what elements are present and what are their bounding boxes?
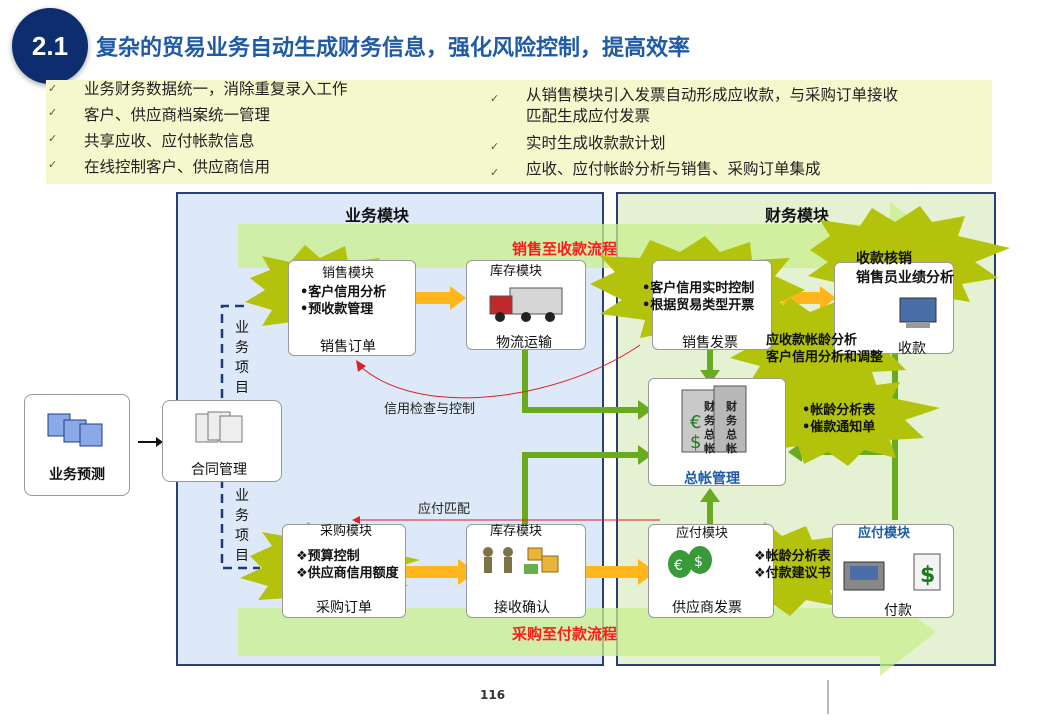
burst-6-text: ❖预算控制 ❖供应商信用额度 [296, 548, 399, 582]
burst-1-text: •客户信用分析 •预收款管理 [300, 284, 386, 318]
page-title: 复杂的贸易业务自动生成财务信息，强化风险控制，提高效率 [96, 36, 691, 61]
purchase-module-title: 采购模块 [320, 524, 373, 539]
burst-5-line-1: •帐龄分析表 [802, 403, 876, 418]
purchase-order-label: 采购订单 [316, 600, 372, 616]
burst-7-text: ❖帐龄分析表 ❖付款建议书 [754, 548, 831, 582]
check-icon: ✓ [48, 82, 58, 95]
arrow-head [638, 400, 652, 420]
business-panel-title: 业务模块 [345, 206, 410, 225]
sales-order-label: 销售订单 [320, 339, 376, 355]
inventory-module-title-bottom: 库存模块 [490, 524, 543, 539]
truck-icon [486, 284, 564, 324]
pay-module-title: 应付模块 [858, 526, 911, 541]
money-icon: €$ [666, 540, 726, 580]
burst-6-line-2: ❖供应商信用额度 [296, 566, 399, 581]
ledger-book-2: 财务总帐 [726, 400, 737, 455]
computer-icon [896, 296, 942, 332]
burst-7-line-2: ❖付款建议书 [754, 566, 831, 581]
burst-3-line-2: 销售员业绩分析 [856, 270, 954, 286]
svg-text:€: € [674, 558, 683, 574]
section-badge: 2.1 [12, 8, 88, 84]
sales-flow-label: 销售至收款流程 [512, 240, 618, 258]
burst-6-line-1: ❖预算控制 [296, 549, 360, 564]
check-icon: ✓ [48, 158, 58, 171]
bullet-right-3: 应收、应付帐龄分析与销售、采购订单集成 [526, 160, 821, 178]
burst-3-line-1: 收款核销 [856, 251, 912, 267]
burst-2-text: •客户信用实时控制 •根据贸易类型开票 [642, 280, 754, 314]
project-label-bottom: 业务项目 [235, 488, 249, 564]
project-label-top: 业务项目 [235, 320, 249, 396]
payment-label: 付款 [884, 603, 912, 619]
document-icon [192, 410, 248, 444]
check-icon: ✓ [48, 132, 58, 145]
bullet-left-1: 业务财务数据统一，消除重复录入工作 [84, 80, 348, 98]
arrow-head [638, 445, 652, 465]
sales-invoice-node[interactable] [652, 260, 772, 350]
ledger-label: 总帐管理 [684, 471, 740, 487]
orange-arrow-3 [580, 559, 656, 585]
svg-text:$: $ [920, 563, 935, 588]
finance-panel-title: 财务模块 [765, 206, 830, 225]
check-icon: ✓ [490, 166, 500, 179]
ledger-book-1: 财务总帐 [704, 400, 715, 455]
burst-4-line-1: 应收款帐龄分析 [766, 333, 858, 348]
arrow-head [356, 360, 366, 372]
burst-4-text: 应收款帐龄分析 客户信用分析和调整 [766, 332, 883, 366]
burst-4-line-2: 客户信用分析和调整 [766, 350, 884, 365]
credit-curve [359, 344, 641, 399]
ledger-books-icon: €$ [678, 384, 750, 456]
burst-5-text: •帐龄分析表 •催款通知单 [802, 402, 875, 436]
forecast-icon [46, 412, 106, 448]
orange-arrow-2 [400, 559, 476, 585]
burst-5-line-2: •催款通知单 [802, 420, 876, 435]
bullet-left-3: 共享应收、应付帐款信息 [84, 132, 255, 150]
bullet-right-1: 从销售模块引入发票自动形成应收款，与采购订单接收 [526, 86, 899, 104]
forecast-node[interactable] [24, 394, 130, 496]
forecast-arrow-head [156, 437, 163, 447]
burst-7-line-1: ❖帐龄分析表 [754, 549, 831, 564]
arrow-head [352, 516, 360, 524]
logistics-to-ledger [522, 346, 640, 413]
supplier-invoice-label: 供应商发票 [672, 600, 742, 616]
footer-divider [827, 680, 829, 714]
sales-module-title: 销售模块 [322, 266, 375, 281]
arrow-head [700, 370, 720, 384]
contract-label: 合同管理 [191, 462, 247, 478]
page-number: 116 [480, 688, 506, 702]
ap-module-title: 应付模块 [676, 526, 729, 541]
logistics-label: 物流运输 [496, 335, 552, 351]
svg-text:$: $ [694, 554, 703, 570]
bullet-right-2: 实时生成收款款计划 [526, 134, 666, 152]
check-icon: ✓ [48, 106, 58, 119]
burst-2-line-1: •客户信用实时控制 [642, 281, 755, 296]
payment-computer-icon: $ [840, 548, 946, 598]
burst-3-text: 收款核销 销售员业绩分析 [856, 250, 954, 288]
burst-1-line-1: •客户信用分析 [300, 285, 387, 300]
check-icon: ✓ [490, 140, 500, 153]
sales-node[interactable] [288, 260, 416, 356]
orange-arrow-1 [410, 286, 466, 310]
burst-1-line-2: •预收款管理 [300, 302, 374, 317]
credit-annotation: 信用检查与控制 [384, 402, 476, 417]
burst-5 [750, 366, 940, 466]
svg-text:€: € [690, 412, 701, 433]
receipt-payment-label: 收款 [898, 341, 926, 357]
bullet-left-2: 客户、供应商档案统一管理 [84, 106, 271, 124]
check-icon: ✓ [490, 92, 500, 105]
forecast-label: 业务预测 [49, 467, 105, 483]
bullet-right-1b: 匹配生成应付发票 [526, 107, 651, 125]
match-annotation: 应付匹配 [418, 502, 471, 517]
burst-2-line-2: •根据贸易类型开票 [642, 298, 755, 313]
svg-text:$: $ [690, 432, 701, 453]
sales-invoice-label: 销售发票 [682, 335, 738, 351]
bullet-left-4: 在线控制客户、供应商信用 [84, 158, 271, 176]
arrow-head [700, 488, 720, 502]
inventory-module-title-top: 库存模块 [490, 264, 543, 279]
warehouse-icon [478, 542, 568, 578]
purchase-node[interactable] [282, 524, 406, 618]
bullet-box [46, 80, 992, 184]
supplier-invoice-node[interactable] [648, 524, 774, 618]
receipt-label: 接收确认 [494, 600, 550, 616]
purchase-flow-label: 采购至付款流程 [512, 625, 618, 643]
